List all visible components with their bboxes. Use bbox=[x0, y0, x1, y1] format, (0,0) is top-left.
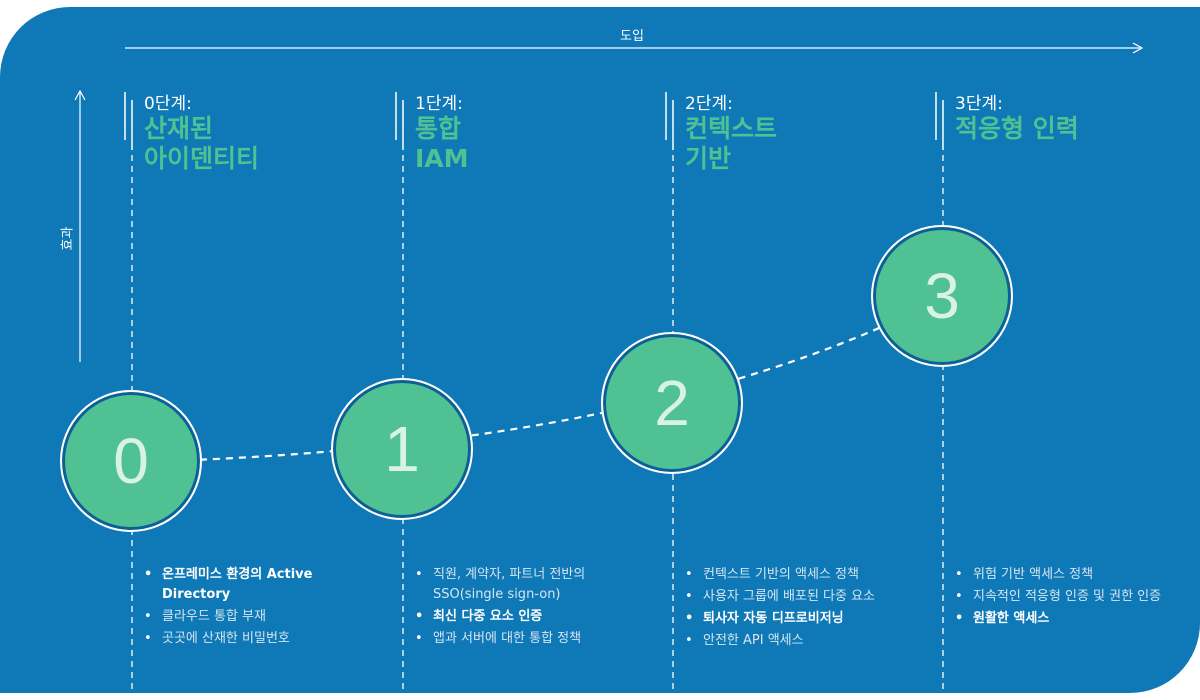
bullet-item: 위험 기반 액세스 정책 bbox=[955, 565, 1188, 585]
stage-label: 3단계: bbox=[955, 94, 1003, 114]
stage-bullets-3: 위험 기반 액세스 정책지속적인 적응형 인증 및 권한 인증원활한 액세스 bbox=[953, 565, 1188, 631]
bullet-item: 컨텍스트 기반의 액세스 정책 bbox=[685, 565, 918, 585]
stage-number: 0 bbox=[113, 425, 149, 497]
y-axis-label: 효과 bbox=[60, 226, 76, 251]
stage-title: 컨텍스트 bbox=[685, 114, 778, 143]
stage-circle-2: 2 bbox=[601, 332, 743, 474]
stage-title: 아이덴티티 bbox=[144, 144, 260, 173]
stage-label: 0단계: bbox=[144, 94, 192, 114]
stage-bullets-0: 온프레미스 환경의 Active Directory클라우드 통합 부재곳곳에 … bbox=[142, 565, 377, 651]
stage-title: 산재된 bbox=[144, 114, 214, 143]
bullet-item: 안전한 API 액세스 bbox=[685, 631, 918, 651]
stage-title: 통합 bbox=[415, 114, 462, 143]
stage-title: 적응형 인력 bbox=[955, 114, 1079, 143]
stage-bullets-2: 컨텍스트 기반의 액세스 정책사용자 그룹에 배포된 다중 요소퇴사자 자동 디… bbox=[683, 565, 918, 653]
stage-number: 2 bbox=[654, 367, 690, 439]
diagram-graphics bbox=[74, 42, 1144, 693]
progress-curve bbox=[134, 301, 936, 464]
stage-number: 3 bbox=[924, 260, 960, 332]
stage-label: 1단계: bbox=[415, 94, 463, 114]
stage-circle-3: 3 bbox=[871, 225, 1013, 367]
bullet-item: 최신 다중 요소 인증 bbox=[415, 607, 648, 627]
bullet-item: 앱과 서버에 대한 통합 정책 bbox=[415, 629, 648, 649]
bullet-item: 온프레미스 환경의 Active Directory bbox=[144, 565, 377, 605]
stage-number: 1 bbox=[384, 413, 420, 485]
stage-label: 2단계: bbox=[685, 94, 733, 114]
y-axis-arrow bbox=[74, 89, 86, 362]
bullet-item: 곳곳에 산재한 비밀번호 bbox=[144, 629, 377, 649]
x-axis-label: 도입 bbox=[620, 29, 644, 44]
stage-title: 기반 bbox=[685, 144, 732, 173]
bullet-item: 사용자 그룹에 배포된 다중 요소 bbox=[685, 587, 918, 607]
bullet-item: 직원, 계약자, 파트너 전반의 SSO(single sign-on) bbox=[415, 565, 648, 605]
stage-bullets-1: 직원, 계약자, 파트너 전반의 SSO(single sign-on)최신 다… bbox=[413, 565, 648, 651]
stage-circle-0: 0 bbox=[60, 390, 202, 532]
stage-header-3: 3단계: 적응형 인력 bbox=[955, 89, 1079, 144]
bullet-item: 클라우드 통합 부재 bbox=[144, 607, 377, 627]
bullet-item: 지속적인 적응형 인증 및 권한 인증 bbox=[955, 587, 1188, 607]
x-axis-arrow bbox=[125, 42, 1144, 54]
bullet-item: 퇴사자 자동 디프로비저닝 bbox=[685, 609, 918, 629]
stage-circle-1: 1 bbox=[331, 378, 473, 520]
stage-title: IAM bbox=[415, 144, 469, 173]
bullet-item: 원활한 액세스 bbox=[955, 609, 1188, 629]
